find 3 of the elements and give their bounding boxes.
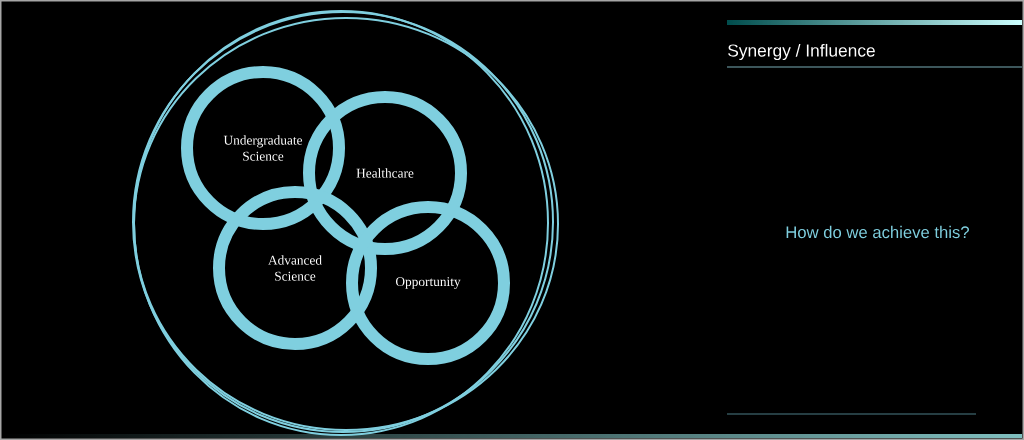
question-text: How do we achieve this? xyxy=(786,225,969,239)
slide-title: Synergy / Influence xyxy=(728,43,875,61)
outer-circle xyxy=(132,10,559,436)
